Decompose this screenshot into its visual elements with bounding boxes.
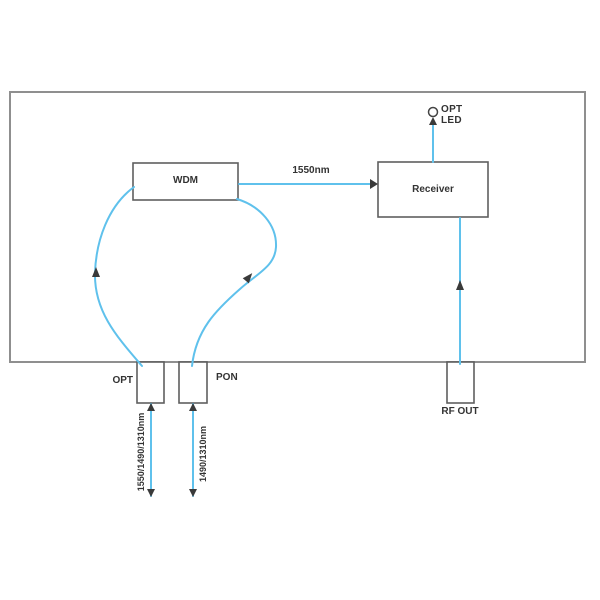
- pon-port-box: [178, 361, 208, 404]
- arrowhead-pon-port-up-icon: [189, 403, 197, 411]
- opt-led-icon: [427, 106, 439, 118]
- arrowhead-pon-port-down-icon: [189, 489, 197, 497]
- fiber-opt-to-wdm: [93, 186, 143, 367]
- fiber-wdm-to-pon: [191, 198, 278, 367]
- arrowhead-opt-port-down-icon: [147, 489, 155, 497]
- opt-wavelengths-label: 1550/1490/1310nm: [136, 412, 146, 492]
- arrowhead-pon-curve-icon: [242, 273, 253, 284]
- enclosure-box: [9, 91, 586, 363]
- arrowhead-led-up-icon: [429, 117, 437, 125]
- opt-port-label: OPT: [112, 375, 133, 386]
- arrowhead-opt-curve-up-icon: [92, 267, 100, 277]
- wavelength-1550-label: 1550nm: [292, 165, 330, 176]
- opt-led-label-line1: OPT: [441, 104, 463, 115]
- arrowhead-1550-right-icon: [370, 179, 378, 189]
- opt-port-box: [136, 361, 165, 404]
- receiver-label: Receiver: [412, 184, 454, 195]
- rf-out-port-label: RF OUT: [441, 406, 479, 417]
- rf-out-port-box: [446, 361, 475, 404]
- receiver-box: [377, 161, 489, 218]
- wdm-box: [132, 162, 239, 201]
- arrowhead-rf-line-icon: [456, 280, 464, 290]
- pon-wavelengths-label: 1490/1310nm: [198, 425, 208, 482]
- wdm-label: WDM: [173, 175, 198, 186]
- arrowhead-opt-port-up-icon: [147, 403, 155, 411]
- opt-led-label: OPT LED: [441, 104, 462, 126]
- pon-port-label: PON: [216, 372, 238, 383]
- opt-led-label-line2: LED: [441, 115, 462, 126]
